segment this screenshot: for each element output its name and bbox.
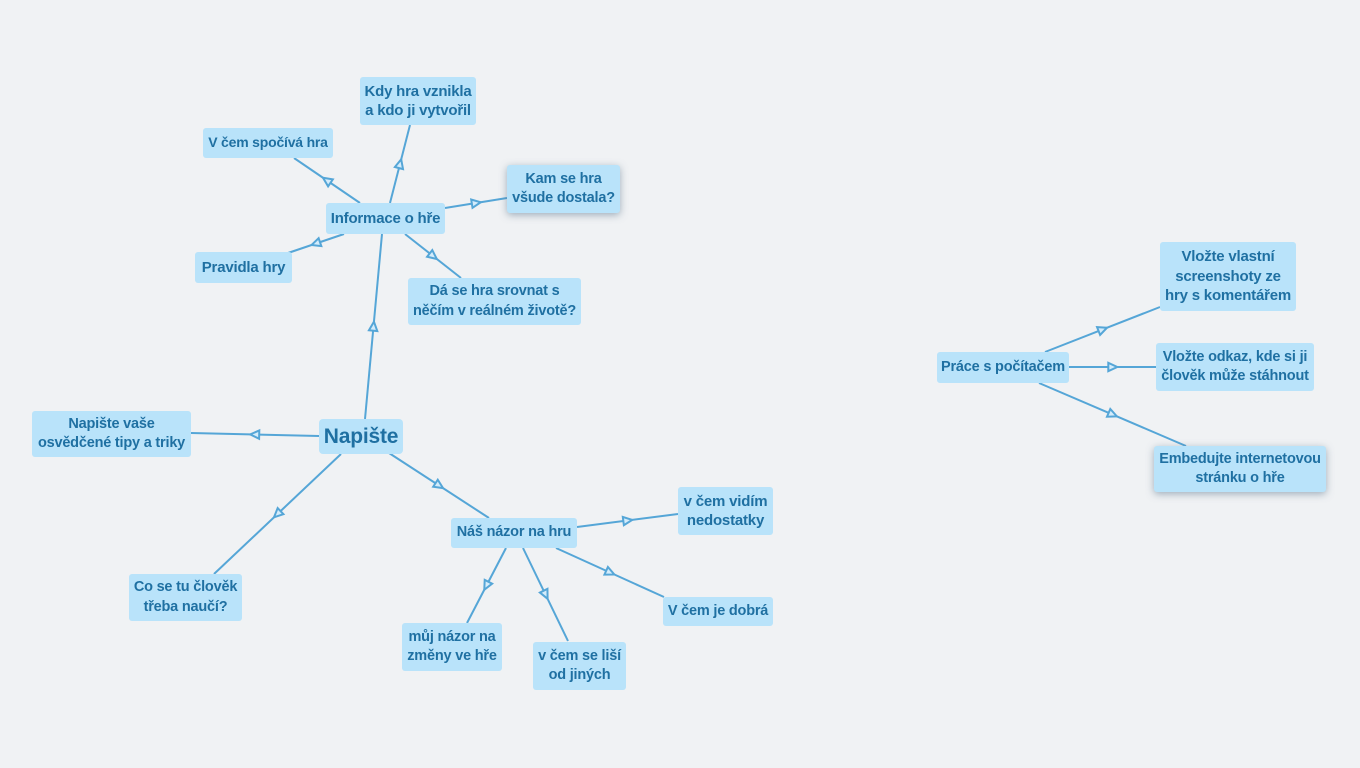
node-label-line: screenshoty ze (1175, 267, 1281, 285)
edge-arrowhead (538, 587, 549, 601)
edge-napiste-nas-nazor (388, 452, 490, 519)
node-nas-nazor[interactable]: Náš názor na hru (451, 518, 577, 548)
node-label-line: V čem je dobrá (667, 602, 769, 619)
edge-nas-nazor-v-cem-vidim (576, 513, 679, 528)
node-label-line: Napište vaše (68, 415, 155, 432)
node-label-line: stránku o hře (1195, 470, 1285, 486)
edge-napiste-co-se-tu (213, 453, 342, 575)
node-label-line: osvědčené tipy a triky (37, 435, 186, 451)
edge-arrowhead (483, 578, 495, 592)
edge-informace-kdy-hra (389, 124, 411, 204)
node-napiste[interactable]: Napište (319, 419, 403, 454)
node-label-line: člověk může stáhnout (1161, 368, 1309, 384)
node-v-cem-vidim[interactable]: v čem vidím nedostatky (678, 487, 773, 535)
node-label-line: můj názor na (408, 628, 496, 645)
edge-nas-nazor-v-cem-je-dobra (555, 547, 665, 598)
edge-arrowhead (425, 248, 439, 261)
node-napiste-vase[interactable]: Napište vaše osvědčené tipy a triky (32, 411, 191, 457)
node-label-line: Kdy hra vznikla (364, 82, 472, 100)
edge-arrowhead (1107, 361, 1120, 373)
node-label-line: Práce s počítačem (941, 358, 1065, 375)
edge-arrowhead (1095, 326, 1110, 337)
edge-nas-nazor-v-cem-se-lisi (522, 547, 569, 642)
node-label-line: hry s komentářem (1164, 287, 1292, 305)
edge-arrowhead (602, 565, 617, 576)
node-label-line: V čem spočívá hra (208, 134, 328, 151)
node-kdy-hra[interactable]: Kdy hra vznikla a kdo ji vytvořil (360, 77, 476, 125)
edge-arrowhead (1105, 407, 1120, 418)
node-label-line: v čem vidím (683, 492, 768, 510)
edge-informace-v-cem-spociva (293, 157, 361, 204)
node-embedujte[interactable]: Embedujte internetovou stránku o hře (1154, 446, 1326, 492)
edge-prace-embedujte (1038, 382, 1187, 447)
edge-arrowhead (621, 515, 635, 527)
edge-napiste-informace (364, 233, 383, 420)
node-muj-nazor[interactable]: můj názor na změny ve hře (402, 623, 502, 671)
edge-arrowhead (321, 176, 335, 189)
node-kam-se-hra[interactable]: Kam se hra všude dostala? (507, 165, 620, 213)
node-co-se-tu[interactable]: Co se tu člověk třeba naučí? (129, 574, 242, 621)
edge-prace-vlozte-vlastni (1044, 306, 1161, 353)
edge-arrowhead (431, 477, 446, 490)
node-label-line: Náš názor na hru (456, 524, 572, 541)
node-label-line: Embedujte internetovou (1159, 450, 1321, 467)
node-label-line: Co se tu člověk (133, 579, 238, 595)
node-label-line: Napište (323, 425, 399, 448)
edge-nas-nazor-muj-nazor (466, 547, 507, 624)
node-v-cem-se-lisi[interactable]: v čem se liší od jiných (533, 642, 626, 690)
node-v-cem-spociva[interactable]: V čem spočívá hra (203, 128, 333, 158)
node-pravidla[interactable]: Pravidla hry (195, 252, 292, 283)
edge-informace-pravidla (287, 233, 345, 254)
edge-prace-vlozte-odkaz (1069, 361, 1156, 373)
edge-arrowhead (393, 157, 405, 171)
node-label-line: změny ve hře (407, 648, 497, 664)
node-da-se-hra[interactable]: Dá se hra srovnat s něčím v reálném život… (408, 278, 581, 325)
edge-arrowhead (469, 198, 484, 210)
node-informace[interactable]: Informace o hře (326, 203, 445, 234)
node-label-line: Kam se hra (525, 170, 602, 187)
node-label-line: Pravidla hry (201, 258, 286, 276)
node-label-line: nedostatky (686, 512, 765, 529)
edge-napiste-napiste-vase (190, 428, 320, 441)
node-label-line: Vložte odkaz, kde si ji (1162, 348, 1308, 365)
node-vlozte-odkaz[interactable]: Vložte odkaz, kde si ji člověk může stáhn… (1156, 343, 1314, 391)
node-label-line: v čem se liší (538, 647, 621, 664)
node-label-line: a kdo ji vytvořil (365, 102, 471, 119)
edge-arrowhead (247, 428, 261, 441)
edge-arrowhead (309, 236, 323, 248)
edge-arrowhead (272, 506, 286, 519)
node-label-line: Dá se hra srovnat s (429, 283, 560, 299)
node-label-line: všude dostala? (512, 190, 615, 206)
node-label-line: Vložte vlastní (1181, 248, 1275, 266)
node-label-line: něčím v reálném životě? (412, 302, 577, 319)
node-label-line: od jiných (548, 667, 611, 683)
edge-informace-da-se-hra (404, 233, 462, 279)
node-v-cem-je-dobra[interactable]: V čem je dobrá (663, 597, 773, 626)
edge-informace-kam-se-hra (444, 197, 508, 210)
node-label-line: Informace o hře (330, 209, 441, 227)
node-prace[interactable]: Práce s počítačem (937, 352, 1069, 383)
node-label-line: třeba naučí? (143, 598, 228, 615)
edge-arrowhead (367, 319, 379, 333)
